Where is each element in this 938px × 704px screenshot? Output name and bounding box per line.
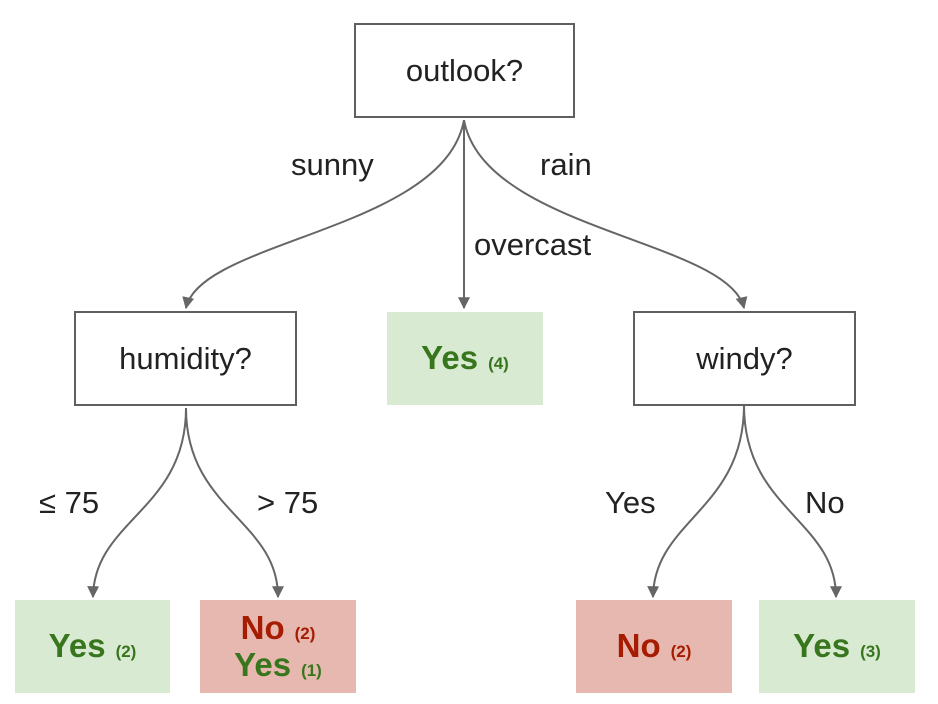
leaf-count: (2) [294, 623, 316, 643]
leaf-count: (3) [860, 642, 881, 662]
edge-label-le75: ≤ 75 [39, 485, 100, 520]
leaf-line: Yes (3) [793, 627, 881, 665]
leaf-line: No (2) [616, 627, 692, 665]
leaf-line: Yes (4) [421, 339, 509, 377]
edge-sunny-arrow [182, 119, 465, 310]
leaf-line: Yes (1) [234, 645, 322, 684]
edge-gt75-arrow [185, 407, 284, 599]
windy-no-leaf-yes: Yes (3) [759, 600, 915, 693]
leaf-class-label: No [240, 608, 285, 646]
leaf-class-label: No [616, 627, 661, 665]
leaf-class-label: Yes [421, 339, 479, 377]
leaf-class-label: Yes [234, 645, 292, 683]
edge-label-overcast: overcast [474, 227, 592, 262]
leaf-line: No (2) [240, 608, 316, 647]
edge-windy-no-arrow [743, 404, 842, 599]
edge-label-windy-yes: Yes [605, 485, 656, 520]
root-node-outlook: outlook? [354, 23, 575, 118]
leaf-class-label: Yes [793, 627, 851, 665]
edge-windy-yes-arrow [647, 404, 745, 599]
leaf-count: (2) [670, 642, 692, 662]
humidity-low-leaf-yes: Yes (2) [15, 600, 170, 693]
edge-label-rain: rain [540, 147, 592, 182]
edge-label-gt75: > 75 [257, 485, 319, 520]
overcast-leaf-yes: Yes (4) [387, 312, 543, 405]
windy-node: windy? [633, 311, 856, 406]
leaf-count: (1) [301, 660, 322, 680]
edge-label-windy-no: No [805, 485, 845, 520]
windy-yes-leaf-no: No (2) [576, 600, 732, 693]
humidity-node: humidity? [74, 311, 297, 406]
edge-label-sunny: sunny [291, 147, 374, 182]
edge-le75-arrow [87, 407, 187, 599]
humidity-node-label: humidity? [119, 340, 252, 376]
root-node-label: outlook? [405, 52, 524, 88]
leaf-count: (4) [488, 354, 509, 374]
leaf-count: (2) [115, 642, 137, 662]
leaf-class-label: Yes [48, 627, 106, 665]
humidity-high-leaf-mixed: No (2) Yes (1) [200, 600, 356, 693]
leaf-line: Yes (2) [48, 627, 137, 665]
windy-node-label: windy? [696, 340, 793, 376]
edge-rain-arrow [463, 119, 748, 310]
